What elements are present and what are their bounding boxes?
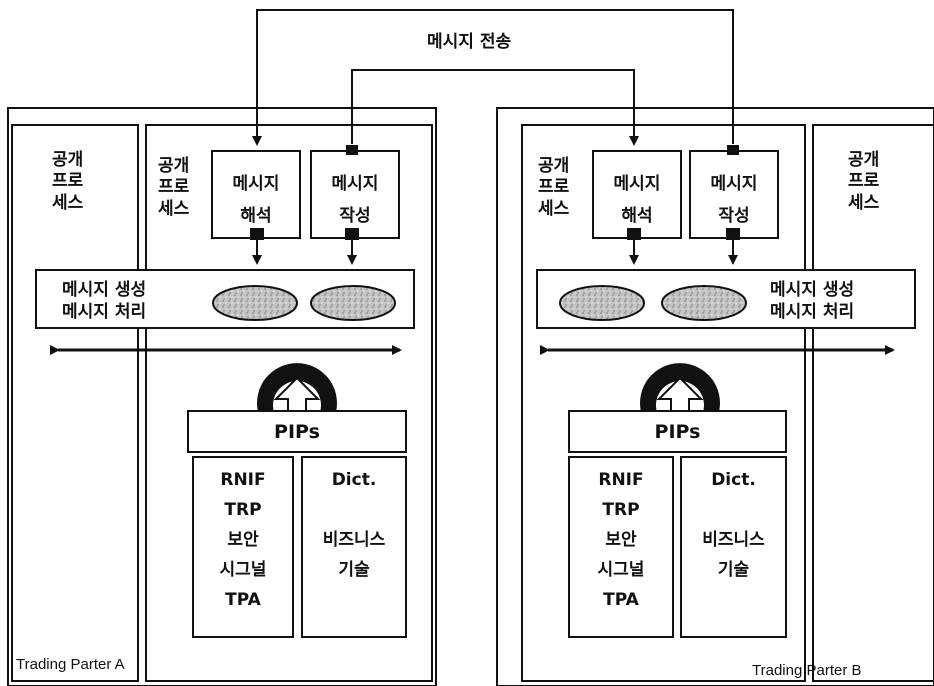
partner-a-ellipse-1 <box>213 286 297 320</box>
partner-a-up-arrow-icon <box>257 363 337 412</box>
partner-b-up-arrow-icon <box>640 363 720 412</box>
partner-a-compose-label: 메시지 작성 <box>311 168 399 233</box>
partner-b-parse-label: 메시지 해석 <box>593 168 681 233</box>
partner-b-message-bar-label: 메시지 생성 메시지 처리 <box>770 279 854 323</box>
partner-b-right-list: Dict. 비즈니스 기술 <box>681 466 786 586</box>
partner-a-message-bar-label: 메시지 생성 메시지 처리 <box>62 279 146 323</box>
partner-a-parse-label: 메시지 해석 <box>212 168 300 233</box>
partner-b-ellipse-1 <box>560 286 644 320</box>
partner-a-label: Trading Parter A <box>16 656 125 673</box>
partner-b-compose-label: 메시지 작성 <box>690 168 778 233</box>
partner-a-pips-label: PIPs <box>188 421 406 445</box>
partner-b-left-list: RNIF TRP 보안 시그널 TPA <box>569 466 673 616</box>
partner-a-public-process-inner: 공개 프로 세스 <box>158 156 189 220</box>
partner-b-public-process-inner: 공개 프로 세스 <box>538 156 569 220</box>
partner-a-ellipse-2 <box>311 286 395 320</box>
message-transfer-title: 메시지 전송 <box>427 32 511 53</box>
partner-a-left-list: RNIF TRP 보안 시그널 TPA <box>193 466 293 616</box>
partner-b-public-process-outer: 공개 프로 세스 <box>848 150 879 214</box>
partner-b-ellipse-2 <box>662 286 746 320</box>
partner-a-right-list: Dict. 비즈니스 기술 <box>302 466 406 586</box>
partner-a-public-process-outer: 공개 프로 세스 <box>52 150 83 214</box>
partner-b-label: Trading Parter B <box>752 662 862 679</box>
partner-b-pips-label: PIPs <box>569 421 786 445</box>
message-transfer-lines <box>257 10 733 144</box>
